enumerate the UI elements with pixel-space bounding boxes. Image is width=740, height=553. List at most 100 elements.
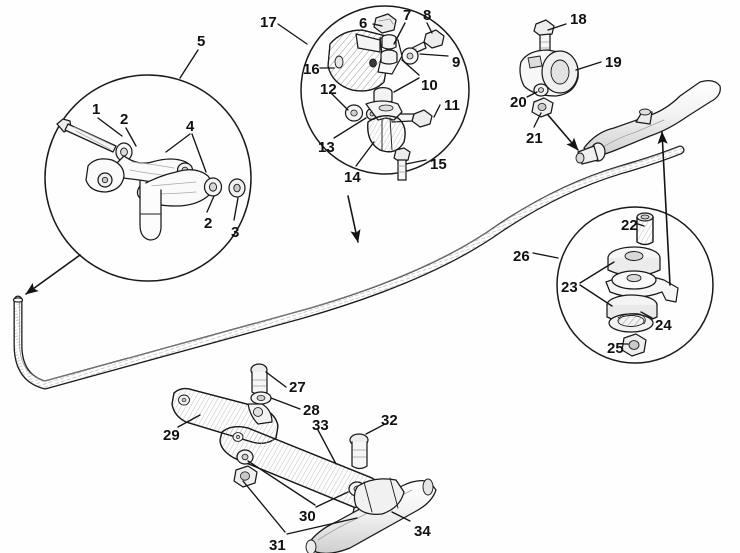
part-10-spacer-upper [380, 49, 398, 65]
arrow-to-link-19 [547, 114, 579, 151]
leader-23a [579, 261, 615, 284]
leader-11 [433, 104, 441, 118]
part-6-nut [373, 13, 397, 34]
callout-number-14: 14 [344, 169, 361, 186]
leader-13 [333, 117, 367, 139]
callout-number-33: 33 [312, 417, 329, 434]
part-22-sleeve [636, 212, 654, 246]
callout-number-9: 9 [452, 54, 461, 71]
callout-number-32: 32 [381, 412, 398, 429]
part-21-nut [531, 97, 554, 118]
leader-10b [393, 77, 420, 93]
arrow-from-detail-17 [347, 195, 361, 243]
leader-30b [247, 460, 316, 506]
pivot-stem [139, 180, 162, 241]
callout-number-3: 3 [231, 224, 240, 241]
leader-5 [179, 49, 199, 79]
callout-number-20: 20 [510, 94, 527, 111]
callout-number-22: 22 [621, 217, 638, 234]
assembly-link-group [519, 19, 721, 165]
callout-number-2: 2 [120, 111, 129, 128]
leader-19 [575, 61, 602, 71]
leader-7 [393, 22, 406, 45]
assembly-mount-group [327, 13, 445, 181]
callout-number-31: 31 [269, 537, 286, 553]
callout-number-15: 15 [430, 156, 447, 173]
part-1-bolt [56, 118, 117, 153]
leader-17 [277, 23, 308, 45]
part-15-bolt [393, 147, 411, 181]
leader-22 [637, 223, 645, 227]
callout-number-6: 6 [359, 15, 368, 32]
leader-29 [177, 414, 201, 428]
leader-23b [579, 284, 613, 307]
part-20-washer [533, 83, 549, 97]
leader-24 [640, 311, 653, 319]
part-14-clamp [365, 100, 406, 153]
callout-number-12: 12 [320, 81, 337, 98]
callout-number-7: 7 [403, 7, 412, 24]
callout-number-17: 17 [260, 14, 277, 31]
part-34-shaft-coupling [305, 477, 437, 553]
part-27-bolt [250, 363, 268, 396]
leader-8 [426, 22, 433, 34]
drop-link-assembly [575, 80, 721, 165]
detail-circle-26 [556, 206, 714, 364]
detail-circle-17 [300, 5, 470, 175]
leader-15 [405, 159, 427, 165]
assembly-bush-stack-group [605, 212, 679, 357]
callout-number-11: 11 [444, 97, 460, 114]
pointer-arrows [25, 114, 671, 295]
callout-number-18: 18 [570, 11, 587, 28]
assembly-lower-links-group [171, 363, 437, 553]
part-30-bush-upper [236, 449, 254, 465]
part-8-bolt [403, 29, 445, 59]
callout-number-8: 8 [423, 7, 432, 24]
leader-lines [97, 22, 653, 535]
part-3-nut [228, 178, 246, 198]
part-32-bolt [349, 433, 369, 470]
callout-number-24: 24 [655, 317, 672, 334]
arrow-to-bar-end [657, 131, 671, 286]
part-2-bush-lower [203, 177, 223, 197]
callout-number-27: 27 [289, 379, 306, 396]
callout-number-16: 16 [303, 61, 320, 78]
pivot-boss-left [85, 158, 125, 193]
leader-4a [165, 133, 191, 153]
leader-18 [547, 23, 567, 31]
callout-number-19: 19 [605, 54, 622, 71]
part-19-bush-housing [519, 49, 579, 97]
part-18-bolt [533, 19, 555, 57]
leader-34 [391, 511, 411, 522]
part-12-washer [344, 104, 364, 122]
part-31-nut-upper [233, 465, 258, 488]
anti-roll-bar [12, 145, 685, 390]
leader-28 [270, 397, 301, 410]
part-7-sleeve [381, 34, 397, 50]
callout-number-23: 23 [561, 279, 578, 296]
part-28-bush [250, 391, 272, 405]
part-24-spring-washer [608, 313, 654, 333]
callout-number-5: 5 [197, 33, 206, 50]
leader-9 [419, 53, 449, 57]
callout-number-13: 13 [318, 139, 335, 156]
detail-circle-5 [44, 74, 252, 282]
leader-33 [317, 429, 337, 465]
callout-number-28: 28 [303, 402, 320, 419]
leader-12 [329, 91, 349, 111]
callout-number-10: 10 [421, 77, 438, 94]
leader-2a [125, 127, 137, 147]
callout-number-30: 30 [299, 508, 316, 525]
leader-2b [206, 195, 215, 213]
callout-number-26: 26 [513, 248, 530, 265]
callout-number-34: 34 [414, 523, 431, 540]
leader-20 [526, 91, 538, 98]
assembly-bracket-group [56, 118, 246, 241]
leader-26 [532, 252, 559, 259]
leader-1 [97, 117, 123, 137]
leader-27 [265, 371, 287, 388]
callout-number-1: 1 [92, 101, 101, 118]
part-23-bush-upper [607, 246, 661, 277]
